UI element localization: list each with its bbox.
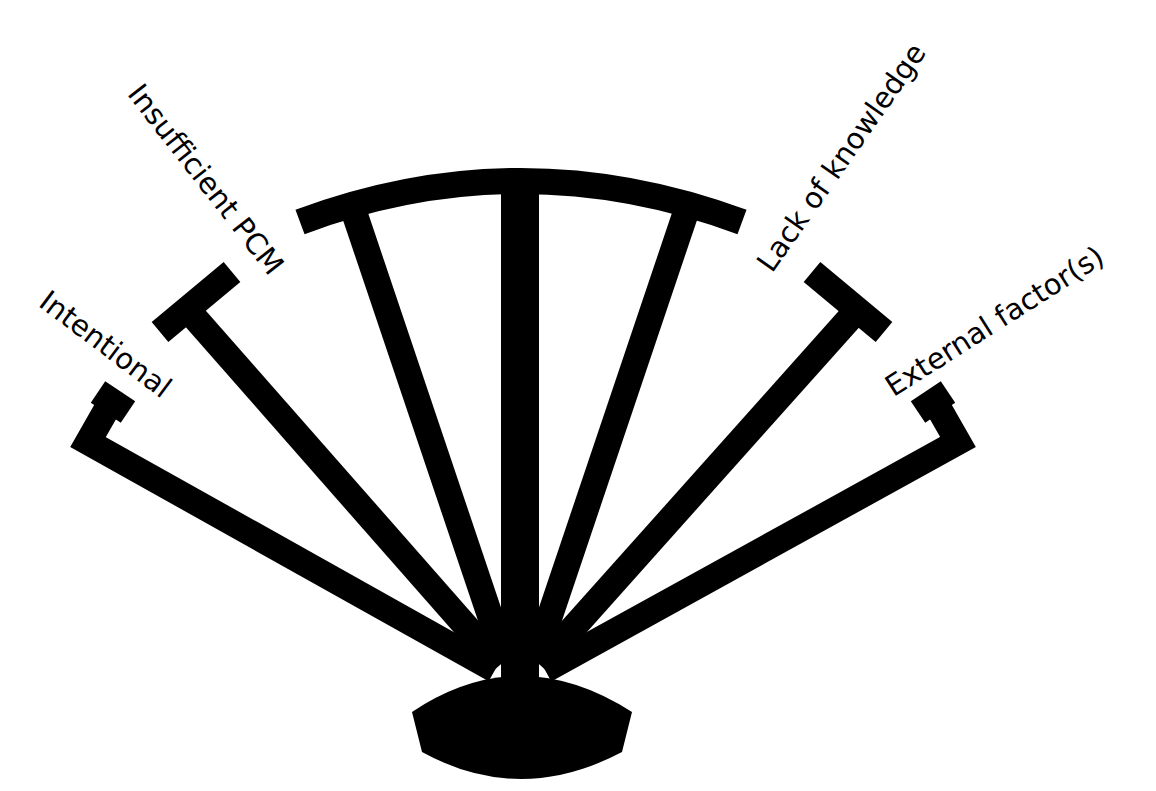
hook-spoke bbox=[545, 400, 958, 670]
spoke bbox=[195, 318, 500, 665]
hook-spoke bbox=[88, 400, 495, 670]
spoke-cap bbox=[98, 392, 128, 412]
center-spoke bbox=[501, 180, 539, 700]
cause-label: External factor(s) bbox=[878, 239, 1113, 405]
cause-label: Insufficient PCM bbox=[119, 76, 291, 283]
spoke bbox=[540, 318, 850, 665]
spoke-cap bbox=[812, 272, 884, 332]
cause-label: Lack of knowledge bbox=[750, 36, 935, 281]
fan-base bbox=[412, 676, 632, 779]
spoke-cap bbox=[918, 392, 948, 412]
spoke-cap bbox=[160, 272, 232, 332]
